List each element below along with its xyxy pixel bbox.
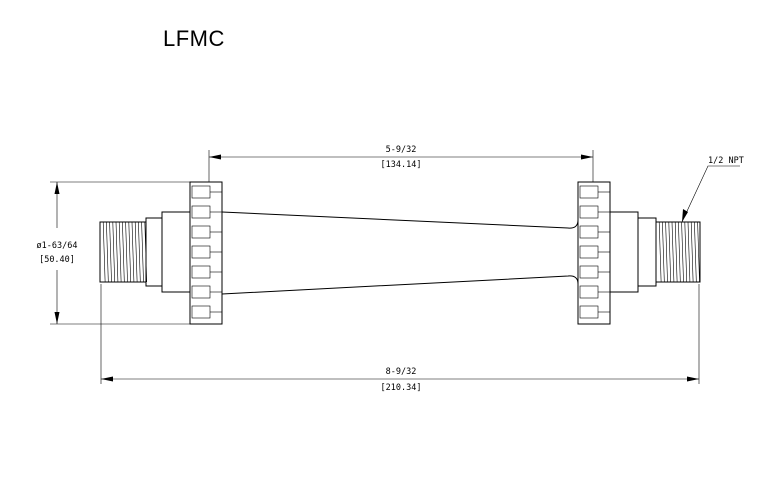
thread-line: [678, 221, 681, 283]
drawing-title: LFMC: [163, 26, 225, 51]
right-hex-body: [609, 211, 657, 293]
thread-line: [122, 221, 125, 283]
thread-callout-label: 1/2 NPT: [708, 156, 744, 166]
thread-line: [674, 221, 678, 283]
thread-line: [681, 221, 684, 283]
flange-slot: [579, 225, 599, 239]
flange-slot: [191, 245, 211, 259]
flange-slot: [191, 305, 211, 319]
flange-slot: [579, 285, 599, 299]
overall-length-frac-label: 8-9/32: [386, 367, 417, 377]
thread-line: [106, 221, 109, 283]
thread-line: [115, 221, 119, 283]
thread-line: [112, 221, 116, 283]
thread-line: [684, 221, 688, 283]
flange-slot: [191, 285, 211, 299]
thread-line: [690, 221, 694, 283]
thread-line: [125, 221, 128, 283]
thread-line: [662, 221, 665, 283]
flange-slot: [579, 305, 599, 319]
diameter-frac-label: ø1-63/64: [37, 241, 78, 251]
thread-line: [694, 221, 697, 283]
diameter-dimension: ø1-63/64 [50.40]: [37, 181, 190, 325]
thread-line: [134, 221, 138, 283]
thread-line: [671, 221, 675, 283]
thread-line: [109, 221, 112, 283]
flange-slot: [191, 225, 211, 239]
thread-line: [658, 221, 662, 283]
flange-slot: [579, 185, 599, 199]
thread-line: [128, 221, 132, 283]
inner-length-frac-label: 5-9/32: [386, 145, 417, 155]
thread-line: [118, 221, 122, 283]
inner-length-mm-label: [134.14]: [381, 160, 422, 170]
thread-line: [102, 221, 106, 283]
inner-length-dimension: 5-9/32 [134.14]: [208, 145, 594, 182]
thread-line: [141, 221, 144, 283]
right-flange: [577, 181, 611, 325]
thread-line: [665, 221, 668, 283]
left-thread: [99, 221, 148, 283]
overall-length-mm-label: [210.34]: [381, 383, 422, 393]
diameter-mm-label: [50.40]: [39, 255, 75, 265]
thread-line: [138, 221, 141, 283]
thread-callout: 1/2 NPT: [681, 156, 744, 223]
flange-slot: [191, 265, 211, 279]
thread-line: [668, 221, 672, 283]
left-hex-body: [145, 211, 191, 293]
thread-line: [687, 221, 691, 283]
flange-slot: [191, 205, 211, 219]
overall-length-dimension: 8-9/32 [210.34]: [100, 284, 700, 393]
thread-line: [131, 221, 135, 283]
flange-slot: [579, 265, 599, 279]
left-flange: [189, 181, 223, 325]
right-thread: [655, 221, 701, 283]
flange-slot: [191, 185, 211, 199]
flange-slot: [579, 245, 599, 259]
tapered-body: [221, 211, 579, 295]
flange-slot: [579, 205, 599, 219]
thread-line: [697, 221, 700, 283]
